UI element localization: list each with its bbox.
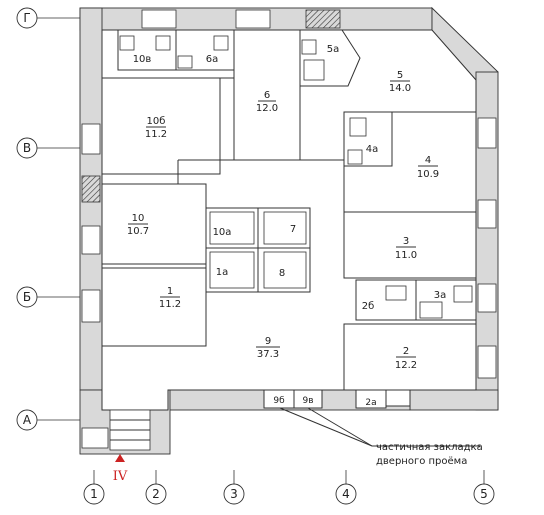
room-9v-number: 9в <box>302 396 313 406</box>
room-5a-number: 5а <box>327 44 340 55</box>
room-labels: 10в 6а 6 12.0 5а 5 14.0 10б 11.2 4а 4 10… <box>127 44 446 408</box>
room-4a-number: 4а <box>366 144 379 155</box>
axis-bubble-5 <box>473 483 495 505</box>
room-1-number: 1 <box>167 286 173 297</box>
room-1-area: 11.2 <box>159 299 181 310</box>
room-6-number: 6 <box>264 90 270 101</box>
axis-horizontal: Г В Б А <box>16 7 80 431</box>
annotation-line-2: дверного проёма <box>376 456 467 467</box>
axis-bubble-B <box>16 286 38 308</box>
partitions <box>101 29 477 451</box>
room-10b-area: 11.2 <box>145 129 167 140</box>
axis-label-V: В <box>23 141 31 155</box>
room-5-number: 5 <box>397 70 403 81</box>
room-8-number: 8 <box>279 268 285 279</box>
axis-label-3: 3 <box>230 487 238 501</box>
room-9-area: 37.3 <box>257 349 279 360</box>
room-10-area: 10.7 <box>127 226 149 237</box>
axis-bubble-A <box>16 409 38 431</box>
room-2-area: 12.2 <box>395 360 417 371</box>
room-1a-number: 1а <box>216 267 229 278</box>
axis-label-4: 4 <box>342 487 350 501</box>
room-6a-number: 6а <box>206 54 219 65</box>
axis-label-A: А <box>23 413 32 427</box>
axis-bubble-3 <box>223 483 245 505</box>
room-3-area: 11.0 <box>395 250 417 261</box>
room-2b-number: 2б <box>362 301 375 312</box>
annotation-line-1: частичная закладка <box>376 442 483 453</box>
axis-bubble-2 <box>145 483 167 505</box>
room-2a-number: 2а <box>365 398 376 408</box>
room-3-number: 3 <box>403 236 409 247</box>
annotation: частичная закладка дверного проёма <box>279 407 483 467</box>
axis-bubble-4 <box>335 483 357 505</box>
room-10-number: 10 <box>132 213 145 224</box>
axis-bubble-V <box>16 137 38 159</box>
axis-label-B: Б <box>23 290 31 304</box>
room-2-number: 2 <box>403 346 409 357</box>
entrance-label: IV <box>113 469 128 484</box>
axis-bubble-1 <box>83 483 105 505</box>
axis-label-2: 2 <box>152 487 160 501</box>
axis-label-G: Г <box>23 11 30 25</box>
room-9-number: 9 <box>265 336 271 347</box>
room-4-number: 4 <box>425 155 431 166</box>
room-10a-number: 10а <box>213 227 232 238</box>
axis-label-1: 1 <box>90 487 98 501</box>
windows <box>81 9 497 449</box>
room-3a-number: 3а <box>434 290 447 301</box>
room-4-area: 10.9 <box>417 169 439 180</box>
axis-bubble-G <box>16 7 38 29</box>
room-5-area: 14.0 <box>389 83 411 94</box>
room-7-number: 7 <box>290 224 296 235</box>
room-10b-number: 10б <box>147 116 166 127</box>
entrance-arrow-icon <box>115 454 125 462</box>
entrance-mark: IV <box>113 454 128 484</box>
axis-label-5: 5 <box>480 487 488 501</box>
axis-vertical: 1 2 3 4 5 <box>83 470 495 505</box>
room-6-area: 12.0 <box>256 103 278 114</box>
room-10v-number: 10в <box>133 54 152 65</box>
room-9b-number: 9б <box>273 396 285 406</box>
